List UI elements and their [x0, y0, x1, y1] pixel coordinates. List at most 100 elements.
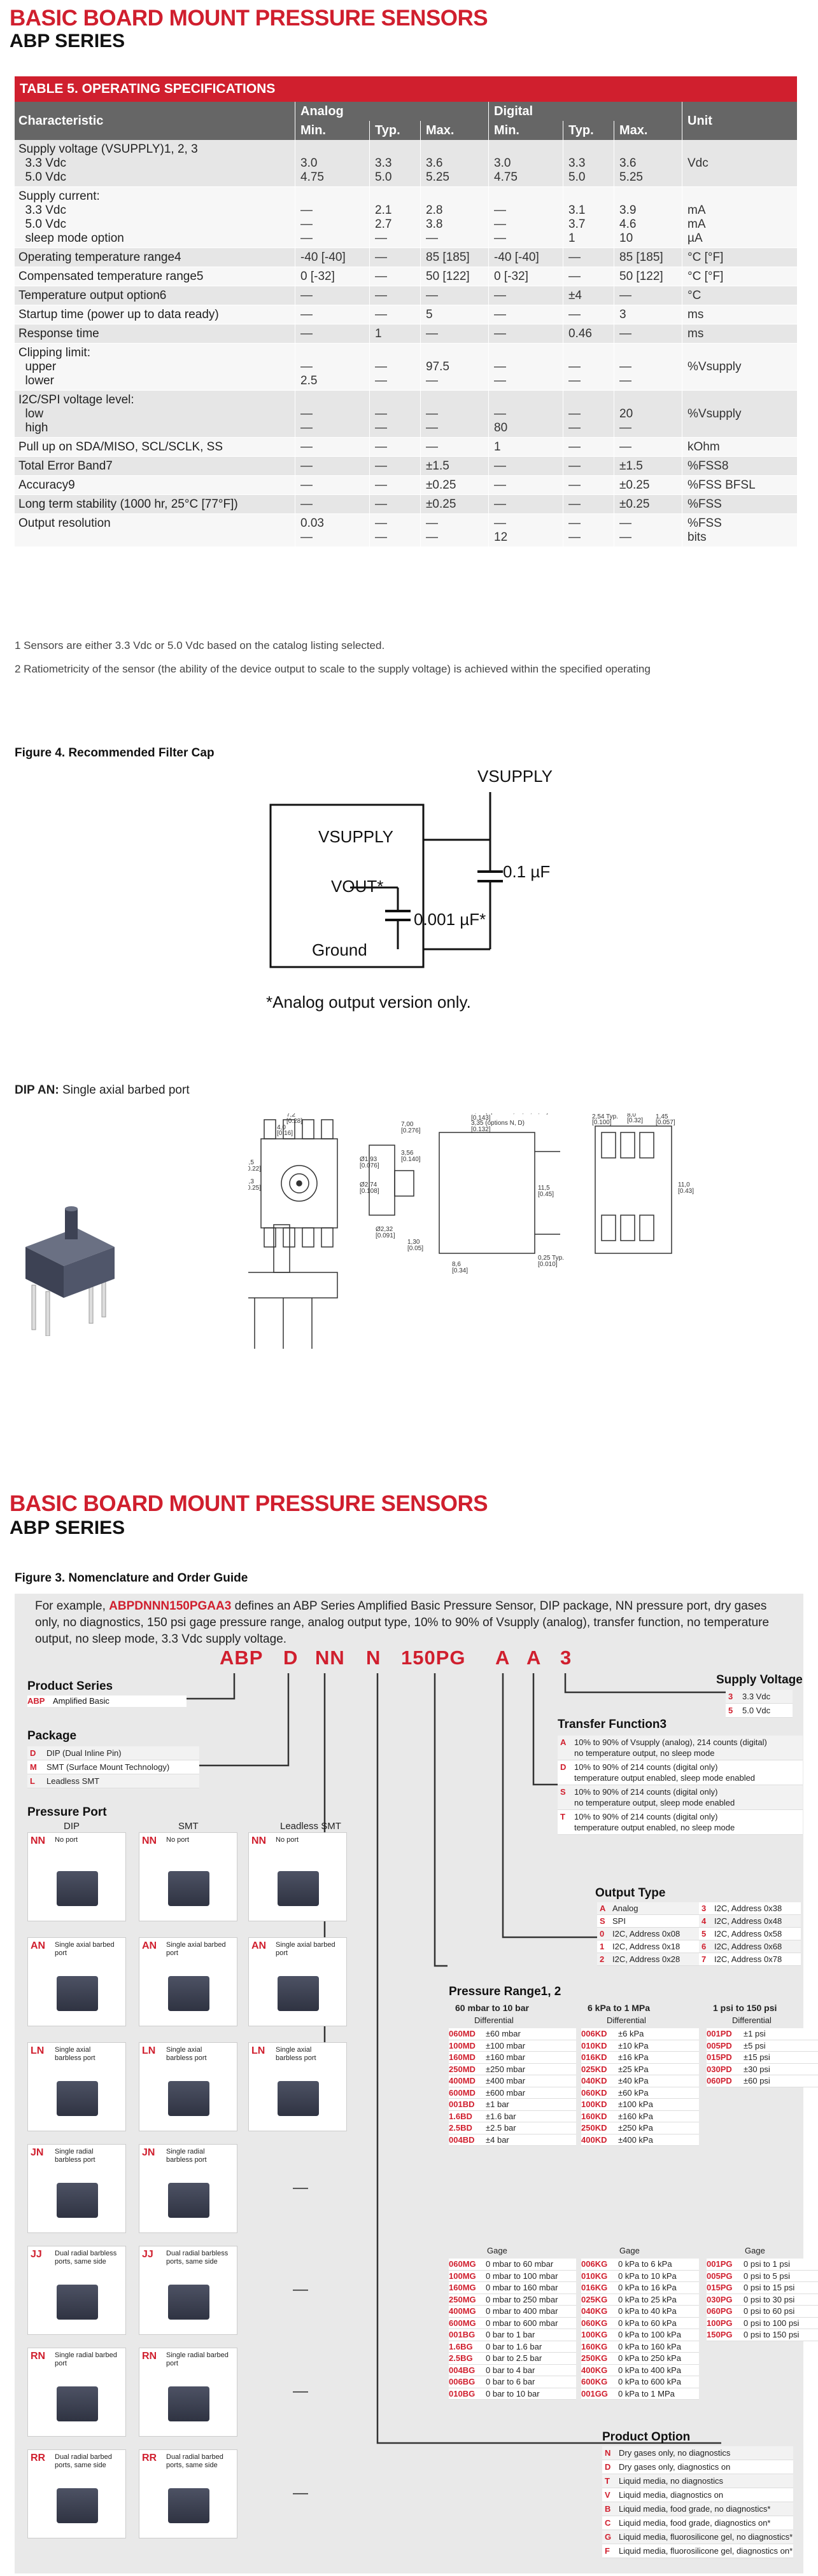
port-desc: No port — [166, 1836, 190, 1844]
port-code: RR — [31, 2453, 46, 2463]
pressure-range-item: 004BD±4 bar — [449, 2134, 576, 2146]
row-unit: %FSS BFSL — [682, 476, 797, 494]
table-row: Supply voltage (VSUPPLY)1, 2, 3 3.3 Vdc … — [15, 140, 797, 187]
row-value: — — [295, 476, 369, 494]
code-output-type: A — [495, 1647, 511, 1669]
range-code: 005PG — [707, 2271, 733, 2281]
option-code: L — [30, 1776, 35, 1786]
port-desc: Single axial barbless port — [276, 2046, 316, 2062]
cap-0-1uf-label: 0.1 µF — [503, 862, 551, 881]
dimension-label: 4,0 — [277, 1124, 286, 1131]
port-code: JJ — [31, 2249, 42, 2260]
option-code: 2 — [600, 1954, 605, 1964]
row-value: 97.5 — — [420, 344, 488, 390]
row-value: — — — [295, 391, 369, 437]
pressure-range-item: 250MD±250 mbar — [449, 2063, 576, 2075]
operating-specifications-table: TABLE 5. OPERATING SPECIFICATIONS Charac… — [15, 76, 797, 547]
range-code: 100MG — [449, 2271, 476, 2281]
option-text: I2C, Address 0x78 — [714, 1954, 782, 1964]
range-value: 0 bar to 2.5 bar — [486, 2353, 542, 2363]
range-code: 015PD — [707, 2052, 732, 2062]
option-code: S — [600, 1916, 605, 1926]
row-value: — — [369, 305, 420, 324]
range-value: 0 psi to 150 psi — [744, 2330, 800, 2339]
port-code: AN — [142, 1940, 157, 1951]
pressure-range-item: 250KD±250 kPa — [581, 2122, 699, 2134]
row-characteristic: Response time — [18, 327, 99, 340]
range-value: 0 kPa to 40 kPa — [618, 2306, 677, 2316]
row-characteristic: Accuracy9 — [18, 478, 75, 492]
row-value: — — [369, 267, 420, 286]
option-code: F — [605, 2546, 610, 2556]
row-unit: kOhm — [682, 438, 797, 456]
package-label: Package — [27, 1729, 77, 1743]
port-col-smt: SMT — [178, 1821, 199, 1832]
row-value: 3.3 5.0 — [369, 140, 420, 186]
row-value: — — [369, 248, 420, 267]
option-code: 3 — [728, 1692, 733, 1701]
dimension-label: 2,54 Typ. — [592, 1113, 618, 1120]
range-code: 600MG — [449, 2318, 476, 2328]
section-2-title: BASIC BOARD MOUNT PRESSURE SENSORS — [10, 1491, 488, 1516]
dimension-label: 3,63 (options F, W, C, E, G) — [471, 1113, 549, 1115]
supply-voltage-label: Supply Voltage — [716, 1673, 803, 1687]
port-code: NN — [142, 1835, 157, 1846]
filter-cap-diagram — [269, 792, 503, 968]
table-row: Total Error Band7——±1.5——±1.5%FSS8 — [15, 457, 797, 476]
pressure-range-item: 015PD±15 psi — [707, 2052, 818, 2064]
row-characteristic: Output resolution — [18, 517, 111, 530]
dimension-label: [0.143] — [471, 1115, 491, 1122]
range-code: 160KG — [581, 2341, 608, 2351]
dimension-label: 1,30 — [407, 1239, 420, 1246]
dimension-label: [0.28] — [286, 1118, 302, 1125]
port-desc: Single radial barbless port — [166, 2148, 207, 2164]
row-value: — — [369, 286, 420, 305]
option-text: 10% to 90% of 214 counts (digital only) … — [574, 1762, 756, 1783]
row-unit: °C — [682, 286, 797, 305]
port-code: RN — [142, 2351, 157, 2362]
option-code: T — [605, 2476, 610, 2486]
dimension-label: [0.22] — [248, 1166, 261, 1173]
pressure-range-item: 001BD±1 bar — [449, 2099, 576, 2111]
subheader-5: Max. — [614, 121, 682, 140]
range-value: ±6 kPa — [618, 2029, 644, 2038]
range-code: 005PD — [707, 2040, 732, 2050]
port-desc: No port — [55, 1836, 78, 1844]
row-value: — — [369, 438, 420, 456]
range-value: ±2.5 bar — [486, 2123, 516, 2133]
range-code: 250KG — [581, 2353, 608, 2363]
range-code: 1.6BG — [449, 2341, 473, 2351]
sensor-package-icon — [278, 1871, 319, 1906]
range-value: ±250 kPa — [618, 2123, 653, 2133]
not-available-dash: — — [293, 2179, 308, 2196]
option-code: 4 — [702, 1916, 707, 1926]
row-unit: mA mA µA — [682, 187, 797, 247]
footnote-1: 1 Sensors are either 3.3 Vdc or 5.0 Vdc … — [15, 639, 385, 651]
row-value: — — — [369, 514, 420, 547]
pressure-range-col-head: 60 mbar to 10 bar — [455, 2003, 529, 2013]
range-value: 0 mbar to 400 mbar — [486, 2306, 558, 2316]
port-code: NN — [251, 1835, 267, 1846]
dimension-label: [0.05] — [407, 1245, 423, 1252]
range-code: 250MD — [449, 2064, 476, 2074]
dimension-label: [0.091] — [376, 1232, 395, 1239]
range-code: 001PD — [707, 2029, 732, 2038]
pressure-range-item: 400KD±400 kPa — [581, 2134, 699, 2146]
